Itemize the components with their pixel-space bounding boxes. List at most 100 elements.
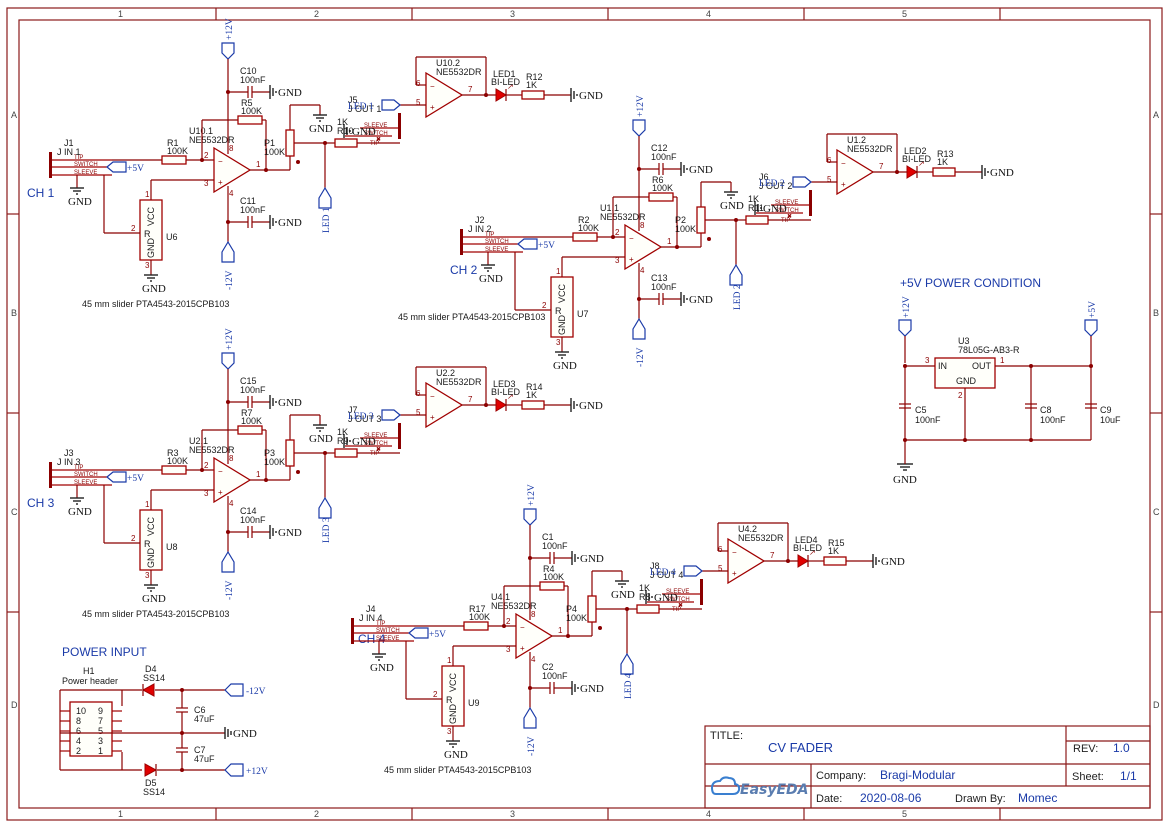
jack-sleeve-label: SLEEVE xyxy=(74,170,97,176)
pin-label: 6 xyxy=(416,79,421,88)
led-net-flag xyxy=(729,263,743,286)
r-in-value: 100K xyxy=(167,456,188,466)
gnd-label: GND xyxy=(654,592,678,604)
jack-switch-label: SWITCH xyxy=(666,597,690,603)
header-pin-label: 10 xyxy=(76,706,86,716)
p12-net-label: +12V xyxy=(246,767,268,777)
opamp-b-ref: U2.2 xyxy=(436,368,455,378)
pin-label: 1 xyxy=(145,500,150,509)
input-jack-sleeve xyxy=(460,229,463,255)
fader-potentiometer xyxy=(587,595,597,623)
p5-label: +5V xyxy=(1088,301,1098,318)
grid-row-label: B xyxy=(1153,308,1159,318)
bi-led xyxy=(906,165,918,179)
p5-flag xyxy=(517,238,538,250)
gnd-label: GND xyxy=(68,196,92,208)
bi-led xyxy=(797,554,809,568)
p12-net-label: +12V xyxy=(225,328,235,350)
power-condition-title: +5V POWER CONDITION xyxy=(900,276,1041,290)
led-light-icon: ↗ xyxy=(507,82,514,91)
c-bot-value: 100nF xyxy=(651,282,677,292)
r-fb-ref: R5 xyxy=(241,98,253,108)
resistor xyxy=(237,115,263,125)
rev-label: REV: xyxy=(1073,743,1098,755)
opamp-minus: − xyxy=(218,157,223,166)
slider-gnd: GND xyxy=(448,704,458,725)
header-pin-label: 1 xyxy=(98,746,103,756)
slider-ref: U9 xyxy=(468,698,480,708)
m12-net-label: -12V xyxy=(636,347,646,367)
resistor xyxy=(636,604,660,614)
pin-label: 8 xyxy=(531,610,536,619)
gnd-label: GND xyxy=(309,123,333,135)
pin-label: 4 xyxy=(229,189,234,198)
led-net-label: LED 3 xyxy=(322,517,332,543)
slider-r: R xyxy=(144,229,151,239)
led-light-icon: ↗ xyxy=(507,392,514,401)
pin-label: 5 xyxy=(827,175,832,184)
resistor xyxy=(161,465,187,475)
r-led-ref: R13 xyxy=(937,149,954,159)
grid-col-label: 5 xyxy=(902,809,907,819)
c8-val: 100nF xyxy=(1040,415,1066,425)
pin-label: 3 xyxy=(145,571,150,580)
opamp-minus: − xyxy=(430,82,435,91)
pin-label: 1 xyxy=(447,656,452,665)
c-top-value: 100nF xyxy=(542,541,568,551)
gnd-label: GND xyxy=(579,400,603,412)
bi-led xyxy=(495,398,507,412)
opamp-plus: + xyxy=(218,178,223,187)
c8-cap xyxy=(1025,403,1037,409)
out-jack-ref: J7 xyxy=(348,405,358,415)
grid-row-label: C xyxy=(11,507,18,517)
sheet-label: Sheet: xyxy=(1072,771,1104,783)
opamp-triangle xyxy=(515,612,554,660)
c7-ref: C7 xyxy=(194,745,206,755)
gnd-label: GND xyxy=(689,294,713,306)
c5-cap xyxy=(899,403,911,409)
p5-net-label: +5V xyxy=(127,474,144,484)
opamp-part: NE5532DR xyxy=(189,445,235,455)
r-fb-ref: R7 xyxy=(241,408,253,418)
u3-ref: U3 xyxy=(958,336,970,346)
resistor xyxy=(823,556,847,566)
easyeda-logo-text: EasyEDA xyxy=(740,782,809,798)
jack-ref: J4 xyxy=(366,604,376,614)
u3-pin3: 3 xyxy=(925,356,930,365)
opamp-ref: U10.1 xyxy=(189,126,213,136)
out-jack-name: J OUT 4 xyxy=(650,570,683,580)
header-pin-label: 3 xyxy=(98,736,103,746)
p12-flag xyxy=(523,508,537,526)
opamp-plus: + xyxy=(430,413,435,422)
c-bot-ref: C11 xyxy=(240,196,256,206)
opamp-triangle xyxy=(425,71,464,119)
easyeda-logo-icon: EasyEDA xyxy=(710,776,809,798)
c-bot-value: 100nF xyxy=(542,671,568,681)
no-connect-icon: ✖ xyxy=(678,602,683,609)
header-pin-label: 4 xyxy=(76,736,81,746)
grid-row-label: C xyxy=(1153,507,1160,517)
led-ref: LED1 xyxy=(493,69,516,79)
output-jack-sleeve xyxy=(809,190,812,216)
header-pin-label: 6 xyxy=(76,726,81,736)
pot-ref: P2 xyxy=(675,215,686,225)
c-top-value: 100nF xyxy=(240,385,266,395)
opamp-b-part: NE5532DR xyxy=(738,533,784,543)
led-name: BI-LED xyxy=(902,154,932,164)
grid-col-label: 2 xyxy=(314,809,319,819)
led-in-net-label: LED 4 xyxy=(650,568,676,578)
pin-label: 2 xyxy=(506,617,511,626)
pot-ref: P1 xyxy=(264,138,275,148)
input-jack-sleeve xyxy=(49,462,52,488)
gnd-label: GND xyxy=(689,164,713,176)
opamp-ref: U1.1 xyxy=(600,203,619,213)
jack-switch-label: SWITCH xyxy=(376,628,400,634)
resistor xyxy=(237,425,263,435)
opamp-part: NE5532DR xyxy=(600,212,646,222)
rev-value: 1.0 xyxy=(1113,741,1130,755)
r-out-value: 1K xyxy=(639,583,650,593)
gnd-label: GND xyxy=(68,506,92,518)
r-led-value: 1K xyxy=(937,157,948,167)
led-ref: LED4 xyxy=(795,535,818,545)
